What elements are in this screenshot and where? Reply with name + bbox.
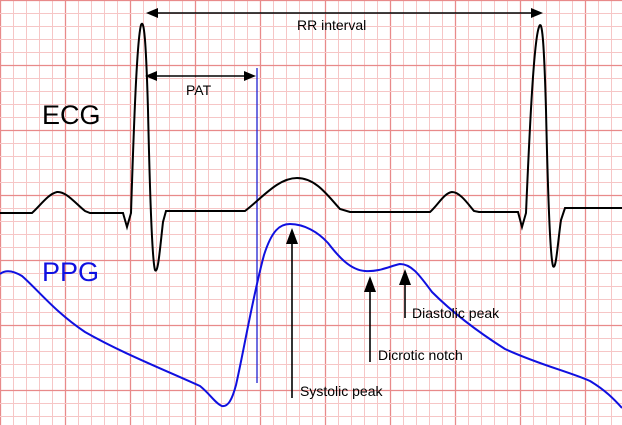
rr-interval-arrowhead-left (146, 8, 158, 18)
rr-interval-arrowhead-right (531, 8, 543, 18)
pat-arrowhead-left (145, 71, 157, 81)
ecg-trace (0, 22, 622, 272)
systolic-peak-arrowhead (286, 228, 298, 244)
dicrotic-notch-arrowhead (364, 276, 376, 292)
dicrotic-notch-label: Dicrotic notch (378, 347, 463, 363)
diastolic-peak-arrowhead (399, 269, 411, 285)
pat-arrowhead-right (244, 71, 256, 81)
rr-interval-label: RR interval (297, 17, 366, 33)
pat-label: PAT (186, 82, 212, 98)
systolic-peak-label: Systolic peak (300, 383, 383, 399)
ppg-trace (0, 222, 622, 409)
ppg-label: PPG (42, 257, 99, 287)
ecg-label: ECG (42, 100, 101, 130)
diastolic-peak-label: Diastolic peak (412, 305, 500, 321)
